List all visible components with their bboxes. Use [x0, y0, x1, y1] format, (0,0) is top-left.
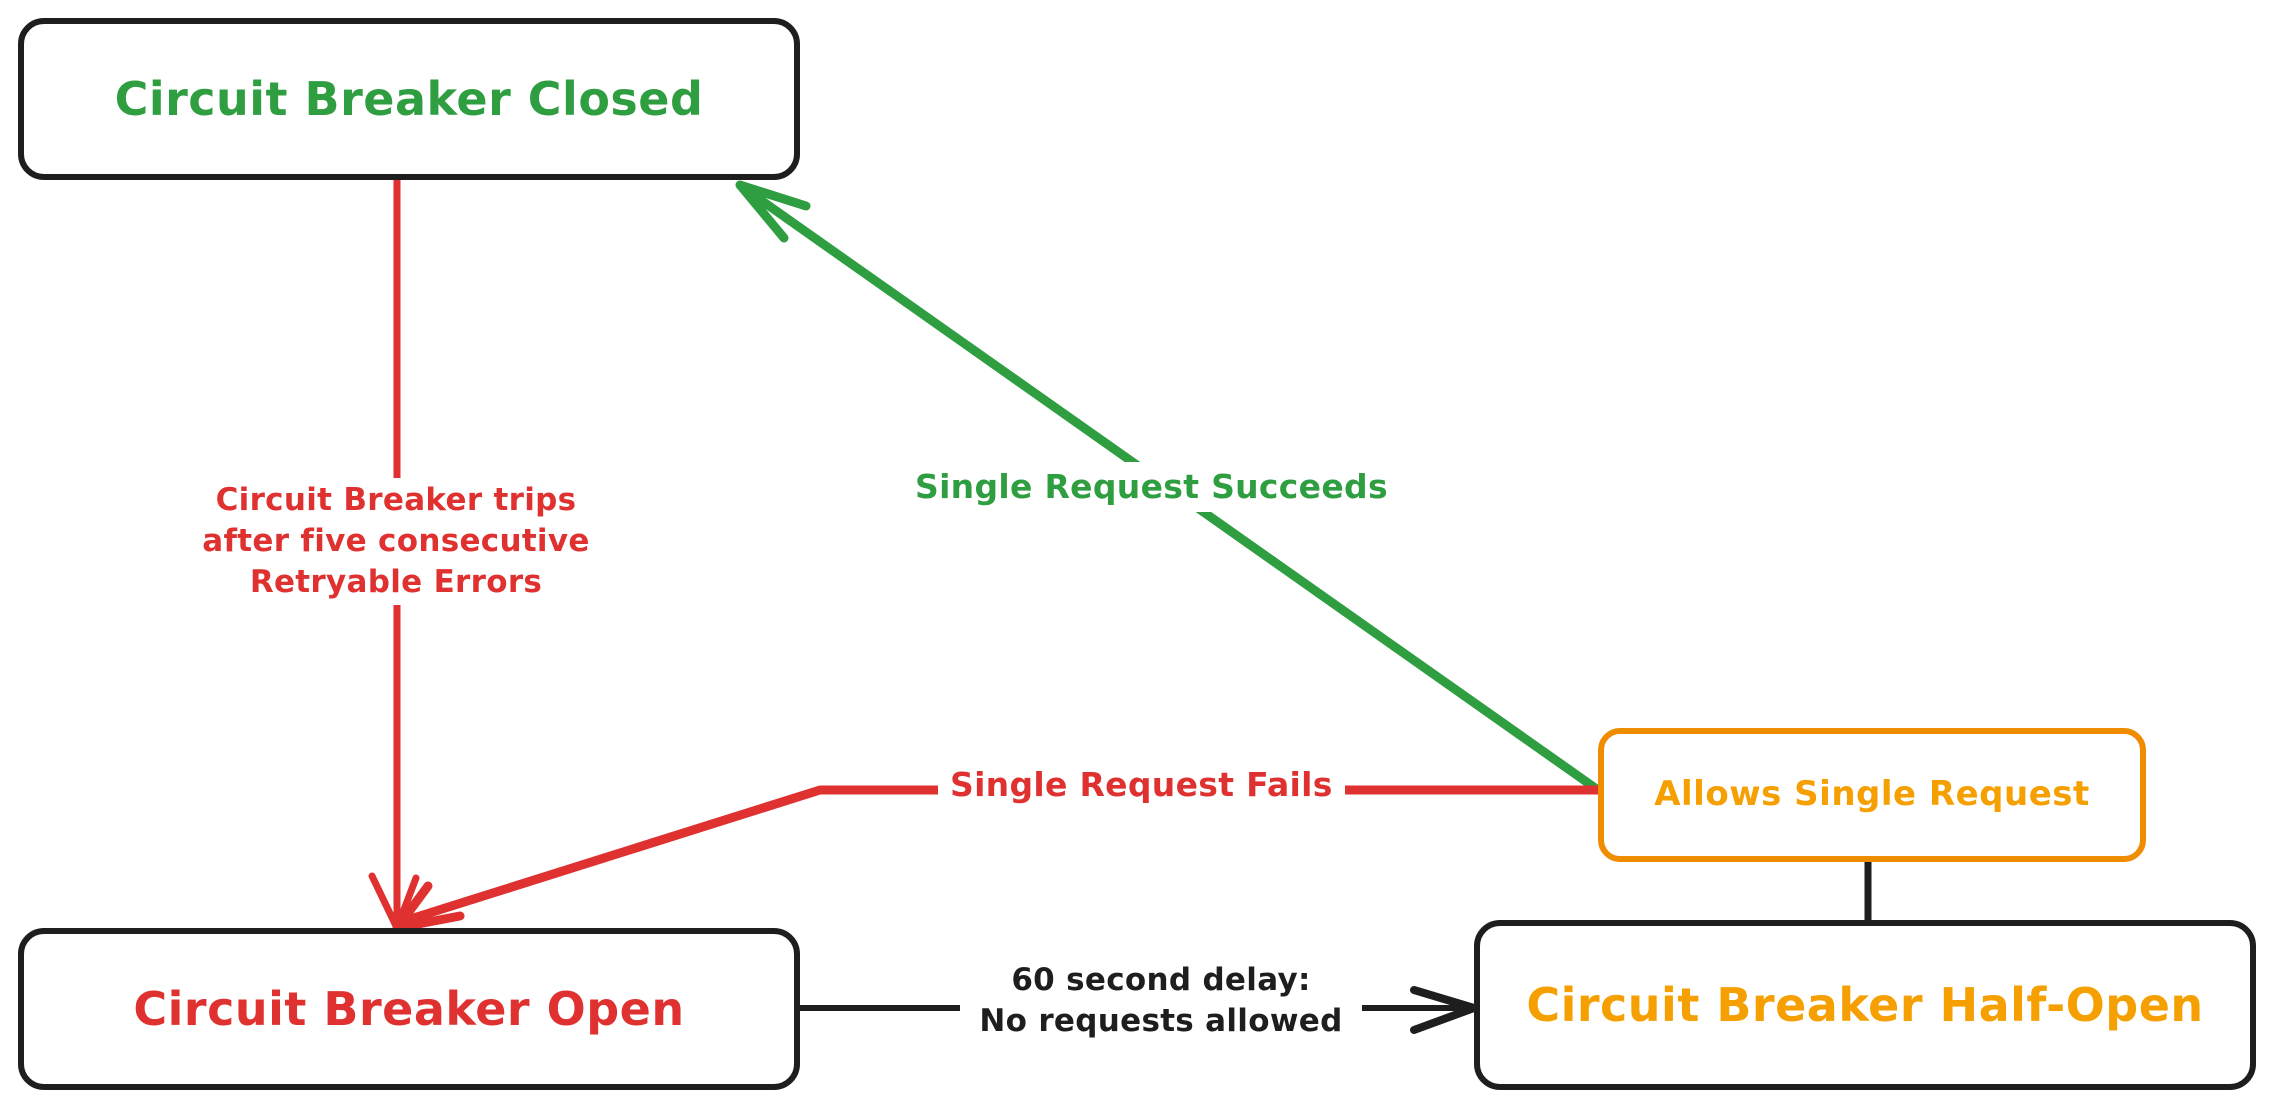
- edge-label-line: Circuit Breaker trips: [215, 482, 577, 518]
- edge-label-line: 60 second delay:: [1011, 962, 1311, 998]
- node-circuit-breaker-closed[interactable]: Circuit Breaker Closed: [18, 18, 800, 180]
- node-allows-single-request[interactable]: Allows Single Request: [1598, 728, 2146, 862]
- arrowhead-open-to-half-open: [1410, 986, 1478, 1034]
- arrowhead-allows-to-closed: [735, 180, 811, 243]
- edge-label-line: after five consecutive: [202, 522, 590, 559]
- node-label-closed: Circuit Breaker Closed: [114, 71, 704, 126]
- edge-label-closed-to-open: Circuit Breaker trips after five consecu…: [140, 478, 652, 605]
- edge-label-allows-to-open: Single Request Fails: [938, 760, 1345, 810]
- edge-label-allows-to-closed: Single Request Succeeds: [905, 462, 1398, 512]
- edge-label-open-to-half-open: 60 second delay: No requests allowed: [960, 958, 1362, 1044]
- edge-label-line: Single Request Succeeds: [915, 467, 1388, 506]
- node-label-half-open: Circuit Breaker Half-Open: [1526, 977, 2204, 1032]
- node-circuit-breaker-half-open[interactable]: Circuit Breaker Half-Open: [1474, 920, 2256, 1090]
- edge-label-line: Retryable Errors: [249, 563, 543, 600]
- edge-label-line: Single Request Fails: [950, 765, 1333, 804]
- node-circuit-breaker-open[interactable]: Circuit Breaker Open: [18, 928, 800, 1090]
- edge-label-line: No requests allowed: [979, 1002, 1343, 1039]
- arrowhead-allows-to-open: [392, 881, 465, 933]
- edge-allows-to-open: [392, 785, 1603, 933]
- node-label-allows-single-request: Allows Single Request: [1654, 774, 2090, 815]
- node-label-open: Circuit Breaker Open: [133, 981, 685, 1036]
